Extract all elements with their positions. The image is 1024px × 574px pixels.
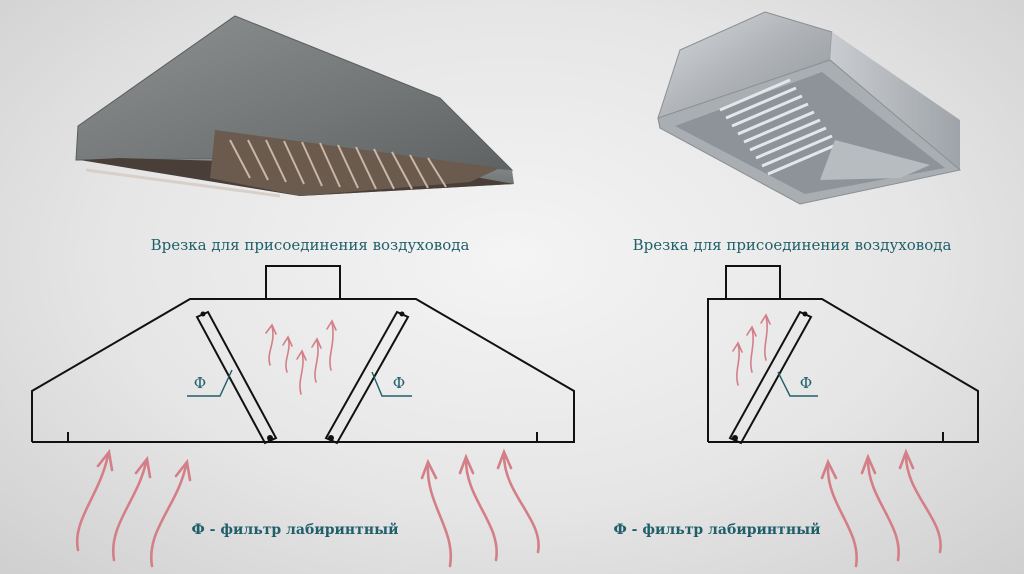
right-filter: [728, 310, 813, 445]
right-hood-photo: [657, 11, 962, 205]
left-legend: Ф - фильтр лабиринтный: [192, 521, 399, 538]
right-diagram: Врезка для присоединения воздуховода Ф Ф…: [614, 236, 979, 568]
left-outer-airflow-arrows: [75, 448, 540, 568]
right-filter-symbol: Ф: [800, 374, 812, 392]
left-filter-symbol-1: Ф: [194, 374, 206, 392]
left-hood-photo: [75, 15, 514, 198]
left-diagram: Врезка для присоединения воздуховода Ф Ф: [31, 236, 575, 568]
left-duct-stub: [265, 265, 341, 300]
left-connection-label: Врезка для присоединения воздуховода: [151, 236, 470, 254]
right-inner-airflow-arrows: [732, 313, 771, 386]
right-connection-label: Врезка для присоединения воздуховода: [633, 236, 952, 254]
right-photo-filter-slats: [719, 78, 839, 176]
left-callout-line-2: [371, 371, 412, 397]
right-legend: Ф - фильтр лабиринтный: [614, 521, 821, 538]
left-callout-line-1: [187, 369, 233, 397]
left-photo-filter-slats: [229, 139, 447, 190]
right-hood-outline: [707, 298, 979, 443]
left-inner-airflow-arrows: [265, 319, 337, 395]
left-filter-1: [195, 310, 278, 445]
right-duct-stub: [725, 265, 781, 300]
left-filter-2: [324, 310, 410, 445]
right-outer-airflow-arrows: [820, 448, 942, 568]
left-filter-symbol-2: Ф: [393, 374, 405, 392]
right-callout-line: [777, 371, 818, 397]
left-hood-outline: [31, 298, 575, 443]
